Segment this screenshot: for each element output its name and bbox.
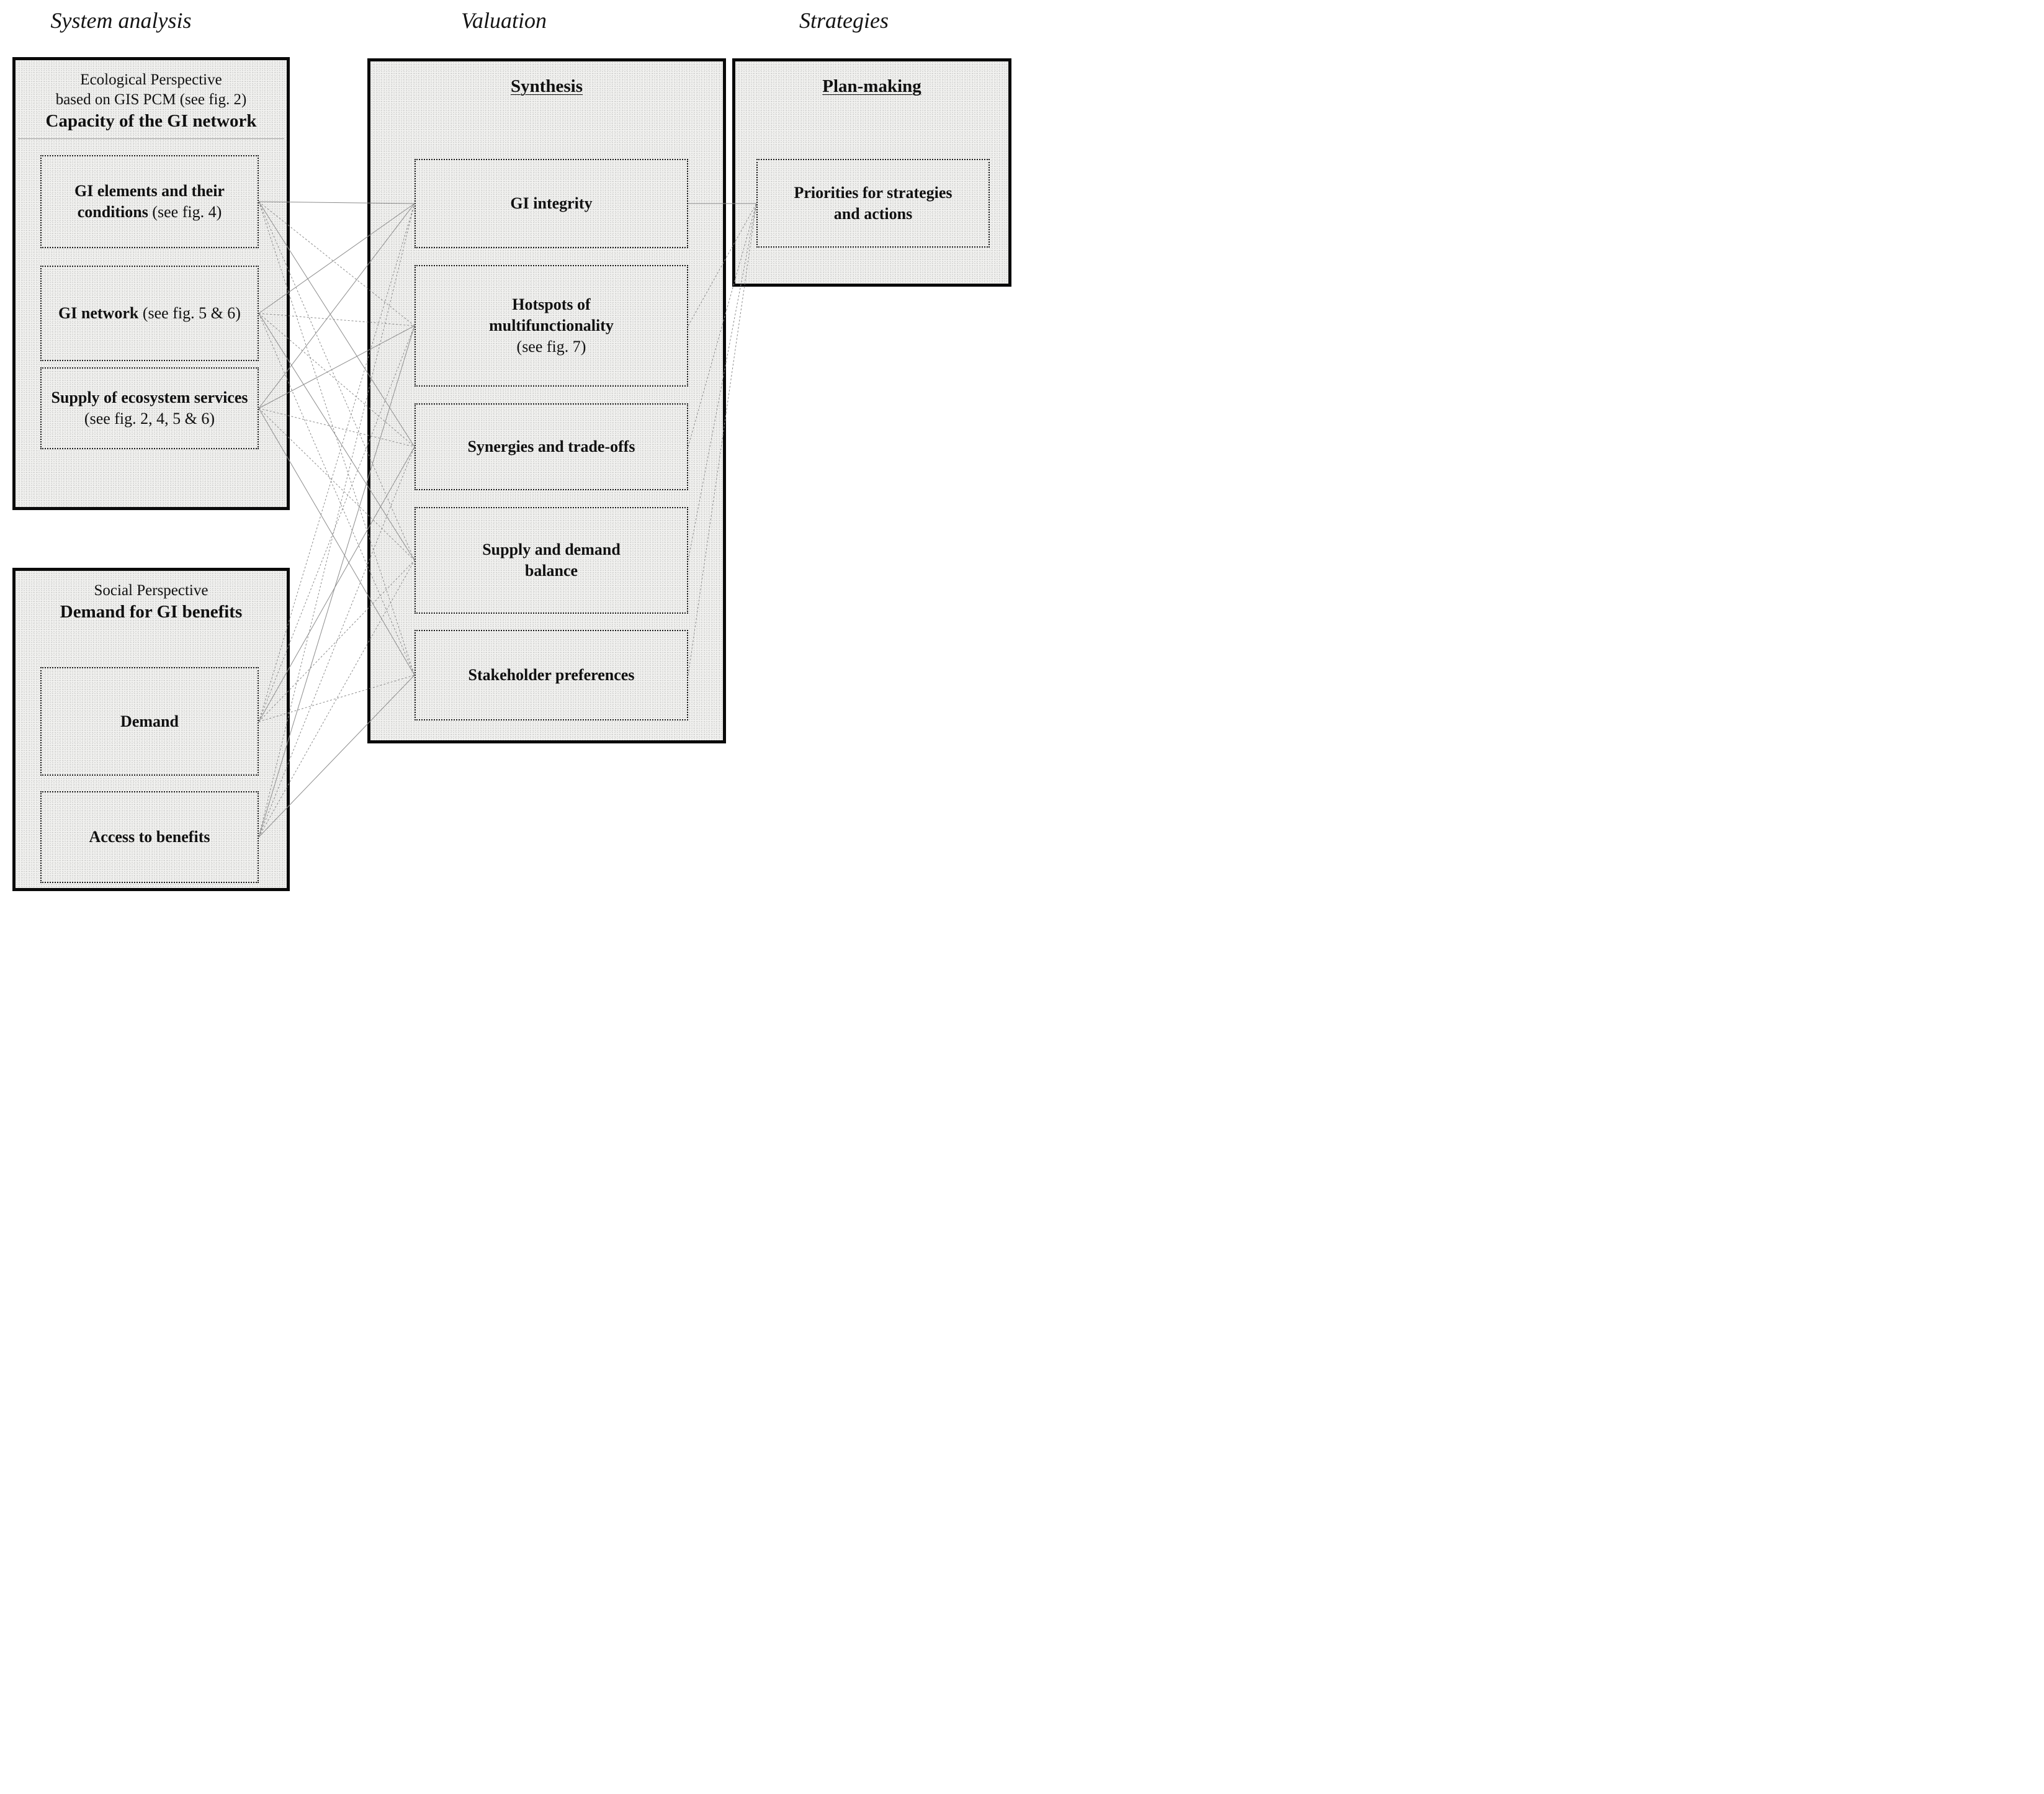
box-strategies-title: Plan-making [735, 61, 1008, 98]
node-gi-integrity-text: GI integrity [510, 194, 593, 213]
ecological-subtitle-1: Ecological Perspective [80, 71, 222, 88]
node-access-to-benefits: Access to benefits [40, 791, 259, 883]
node-synergies-tradeoffs: Synergies and trade-offs [415, 403, 688, 490]
ecological-subtitle-2: based on GIS PCM (see fig. 2) [55, 91, 247, 108]
node-gi-network-text: GI network (see fig. 5 & 6) [58, 304, 241, 323]
box-social-title: Social Perspective Demand for GI benefit… [16, 571, 287, 624]
column-header-system-analysis: System analysis [50, 8, 192, 33]
social-subtitle: Social Perspective [94, 582, 208, 599]
column-header-valuation: Valuation [460, 8, 547, 33]
node-supply-demand-balance: Supply and demand balance [415, 507, 688, 614]
node-access-text: Access to benefits [89, 828, 210, 846]
node-hotspots-multifunctionality: Hotspots of multifunctionality (see fig.… [415, 265, 688, 387]
node-demand: Demand [40, 667, 259, 776]
node-hotspots-text: Hotspots of multifunctionality (see fig.… [489, 295, 614, 356]
ecological-title: Capacity of the GI network [45, 111, 257, 131]
valuation-title: Synthesis [510, 76, 583, 96]
node-gi-elements-text: GI elements and their conditions (see fi… [74, 182, 225, 221]
figure-canvas: System analysis Valuation Strategies Eco… [0, 0, 1022, 897]
node-priorities-text: Priorities for strategies and actions [794, 183, 953, 223]
node-gi-integrity: GI integrity [415, 159, 688, 248]
node-stakeholder-preferences: Stakeholder preferences [415, 630, 688, 720]
node-priorities-strategies-actions: Priorities for strategies and actions [756, 159, 990, 248]
ecological-divider-line [18, 138, 284, 139]
node-synergies-text: Synergies and trade-offs [467, 437, 635, 456]
column-header-strategies: Strategies [799, 8, 889, 33]
social-title: Demand for GI benefits [60, 602, 243, 622]
box-ecological-title: Ecological Perspective based on GIS PCM … [16, 60, 287, 133]
node-gi-elements-conditions: GI elements and their conditions (see fi… [40, 155, 259, 248]
node-demand-text: Demand [120, 712, 179, 730]
node-stakeholder-text: Stakeholder preferences [468, 666, 635, 684]
node-gi-network: GI network (see fig. 5 & 6) [40, 266, 259, 361]
node-supply-demand-text: Supply and demand balance [482, 540, 621, 580]
box-valuation-title: Synthesis [370, 61, 723, 98]
strategies-title: Plan-making [822, 76, 921, 96]
node-supply-ecosystem-services: Supply of ecosystem services (see fig. 2… [40, 367, 259, 449]
node-supply-es-text: Supply of ecosystem services (see fig. 2… [51, 388, 248, 428]
